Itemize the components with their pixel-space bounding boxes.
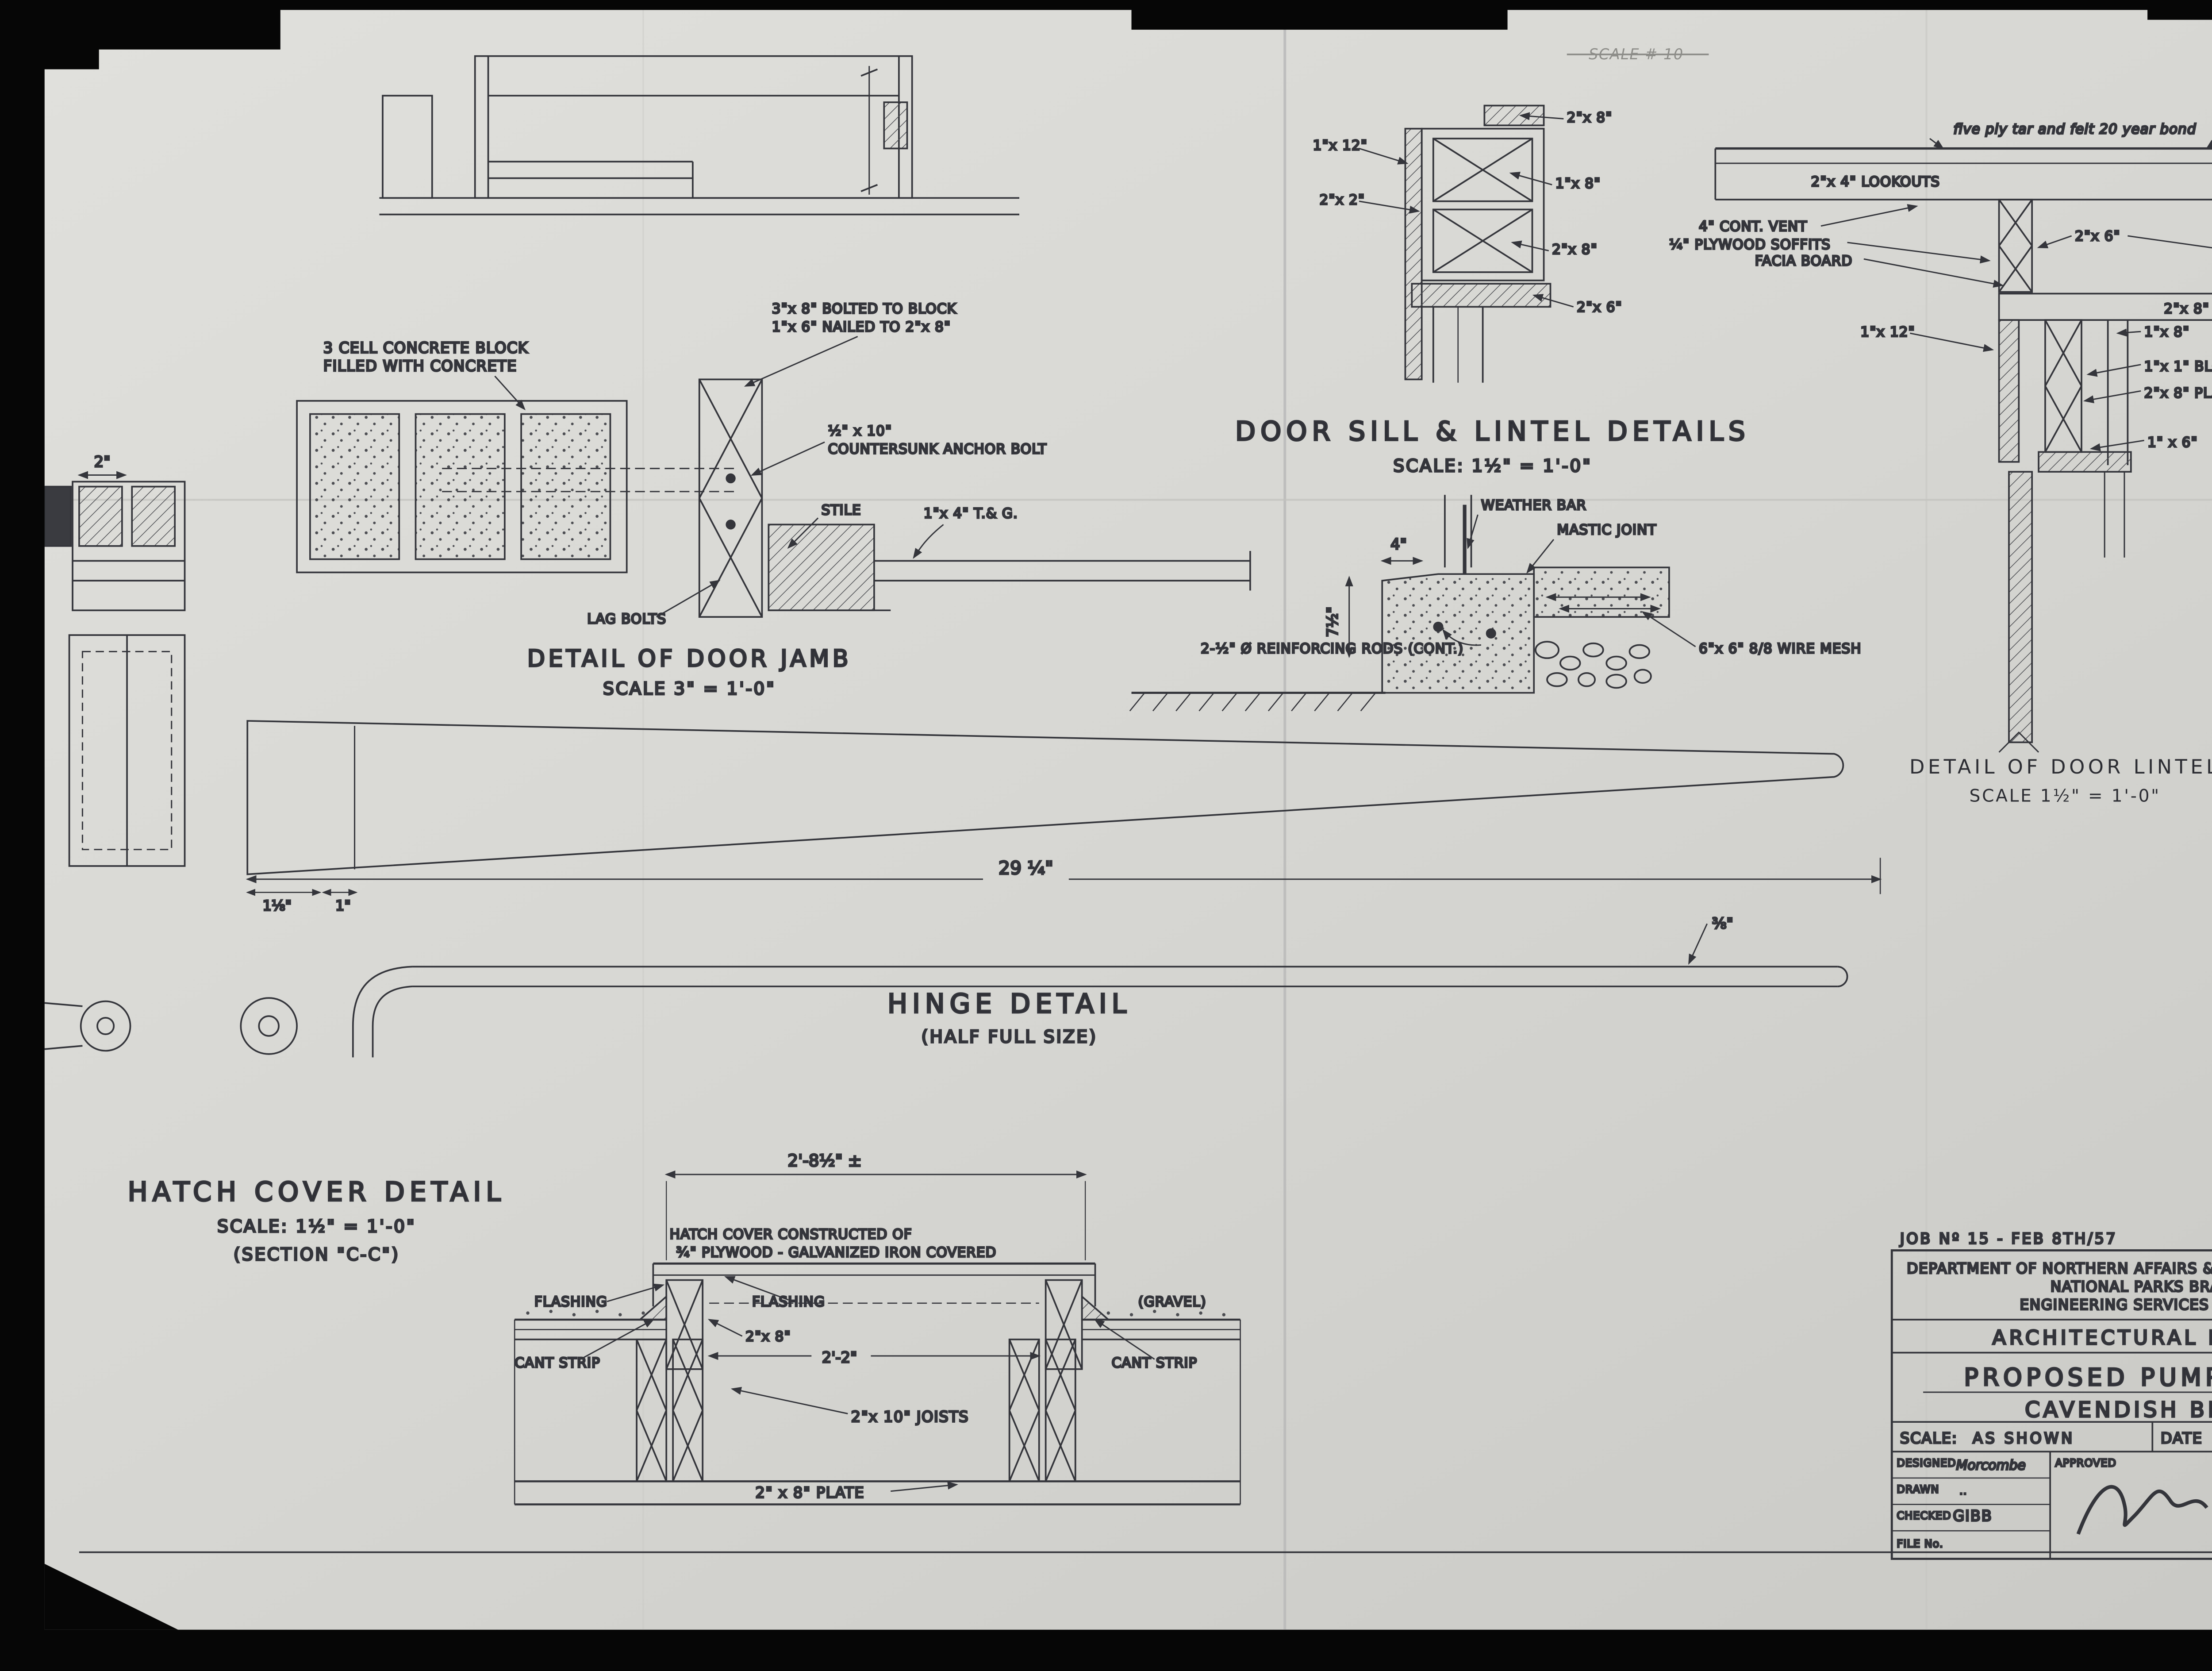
label-2x6-roof: 2"x 6": [2075, 228, 2120, 244]
job-number: JOB Nº 15 - FEB 8TH/57: [1899, 1230, 2117, 1247]
dim-1in: 1": [335, 898, 351, 914]
plan-fragment: [379, 55, 1020, 216]
tb-project-line2: CAVENDISH BEACH: [2025, 1398, 2212, 1422]
label-2x8-plate-bot: 2"x 8" PLATE: [2144, 385, 2212, 401]
title-door-lintel: DETAIL OF DOOR LINTEL: [1909, 755, 2212, 778]
label-tg: 1"x 4" T.& G.: [924, 505, 1018, 521]
top-faint-note: SCALE # 10: [1567, 46, 1709, 63]
label-anchor-2: COUNTERSUNK ANCHOR BOLT: [828, 441, 1047, 457]
label-hatch-2x8: 2"x 8": [745, 1328, 791, 1344]
note-hatch-2: ¾" PLYWOOD - GALVANIZED IRON COVERED: [676, 1244, 997, 1260]
label-plywood-soffits: ¼" PLYWOOD SOFFITS: [1669, 237, 1831, 253]
door-sill-lintel-detail: 2"x 8" 1"x 12" 1"x 8" 2"x 2" 2"x 8" 2"x …: [1129, 104, 1862, 712]
label-2x8-top: 2"x 8": [1567, 110, 1613, 126]
label-cont-vent: 4" CONT. VENT: [1699, 219, 1807, 235]
left-dim-2in: 2": [94, 453, 111, 470]
label-plate: 2" x 8" PLATE: [756, 1484, 865, 1502]
approved-signature: [2076, 1485, 2208, 1535]
door-lintel-title: DETAIL OF DOOR LINTEL SCALE 1½" = 1'-0": [1909, 755, 2212, 806]
dim-29quarter: 29 ¼": [998, 858, 1053, 879]
label-flashing-left: FLASHING: [534, 1294, 607, 1310]
dim-7half: 7½": [1324, 607, 1341, 637]
roof-eave-detail: five ply tar and felt 20 year bond 2"x 4…: [1668, 120, 2212, 753]
label-2x6: 2"x 6": [1577, 300, 1622, 316]
label-cant-strip-right: CANT STRIP: [1112, 1355, 1198, 1371]
title-hinge: HINGE DETAIL: [887, 989, 1131, 1020]
tb-drawn-label: DRAWN: [1897, 1483, 1939, 1495]
hatch-cover-detail: 2'-8½" ±: [127, 1150, 1241, 1505]
title-door-sill-lintel: DOOR SILL & LINTEL DETAILS: [1235, 416, 1750, 447]
title-block: JOB Nº 15 - FEB 8TH/57 DEPARTMENT OF NOR…: [1890, 1229, 2212, 1560]
tb-scale-value: AS SHOWN: [1973, 1430, 2075, 1447]
label-flashing-right: FLASHING: [752, 1294, 825, 1310]
subtitle-hinge: (HALF FULL SIZE): [922, 1027, 1098, 1047]
label-lookouts: 2"x 4" LOOKOUTS: [1811, 174, 1940, 190]
tb-branch: NATIONAL PARKS BRANCH: [2051, 1278, 2212, 1295]
label-reinforcing-rods: 2-½" Ø REINFORCING RODS (CONT.): [1201, 641, 1463, 657]
dim-3-eighth: ⅜": [1712, 915, 1733, 932]
sheet-border: [79, 1551, 2212, 1553]
note-hatch-1: HATCH COVER CONSTRUCTED OF: [670, 1226, 912, 1242]
tb-date-label: DATE: [2161, 1430, 2203, 1447]
section-hatch-cover: (SECTION "C-C"): [234, 1245, 400, 1265]
label-facia-board: FACIA BOARD: [1755, 253, 1853, 269]
label-gravel: (GRAVEL): [1138, 1294, 1206, 1310]
label-1x8-roof: 1"x 8": [2144, 324, 2190, 340]
scale-hatch-cover: SCALE: 1½" = 1'-0": [217, 1217, 416, 1236]
label-1x12-roof: 1"x 12": [1860, 324, 1915, 340]
tb-division: ENGINEERING SERVICES DIVISION: [2020, 1297, 2212, 1313]
label-tar-felt-note: five ply tar and felt 20 year bond: [1954, 121, 2197, 137]
label-2x8-plate-top: 2"x 8" PLATE: [2164, 301, 2212, 317]
tb-file-label: FILE No.: [1897, 1537, 1943, 1550]
dim-hatch-inner: 2'-2": [822, 1349, 857, 1366]
tb-drawn-value: ..: [1959, 1485, 1967, 1497]
scale-door-jamb: SCALE 3" = 1'-0": [603, 679, 776, 699]
label-anchor-1: ½" x 10": [828, 423, 892, 439]
title-hatch-cover: HATCH COVER DETAIL: [128, 1177, 506, 1208]
label-blocking: 1"x 1" BLOCKING: [2144, 359, 2212, 375]
label-concrete-block-1: 3 CELL CONCRETE BLOCK: [323, 339, 529, 357]
tb-checked-label: CHECKED: [1897, 1509, 1951, 1522]
label-mastic-joint: MASTIC JOINT: [1557, 522, 1656, 538]
label-concrete-block-2: FILLED WITH CONCRETE: [323, 358, 517, 375]
label-stile: STILE: [822, 502, 861, 518]
tb-department: DEPARTMENT OF NORTHERN AFFAIRS & NATIONA…: [1907, 1260, 2212, 1277]
label-bolted-1: 3"x 8" BOLTED TO BLOCK: [772, 301, 956, 317]
label-1x12: 1"x 12": [1313, 138, 1367, 154]
scale-door-lintel: SCALE 1½" = 1'-0": [1970, 786, 2161, 806]
label-1x8: 1"x 8": [1555, 176, 1601, 192]
scale-door-sill-lintel: SCALE: 1½" = 1'-0": [1393, 456, 1592, 476]
tb-designed-label: DESIGNED: [1897, 1457, 1956, 1469]
door-jamb-detail: 3 CELL CONCRETE BLOCK FILLED WITH CONCRE…: [296, 300, 1251, 700]
tb-approved-label: APPROVED: [2055, 1457, 2116, 1469]
paper-creases: [44, 10, 2212, 1630]
label-2x2: 2"x 2": [1320, 192, 1365, 208]
dim-hatch-width: 2'-8½" ±: [787, 1151, 861, 1170]
tb-checked-value: GIBB: [1953, 1507, 1992, 1525]
label-bolted-2: 1"x 6" NAILED TO 2"x 8": [772, 319, 951, 335]
label-lag-bolts: LAG BOLTS: [587, 611, 666, 627]
left-edge-sections: 2": [43, 452, 186, 1052]
hinge-detail: 29 ¼" 1⅛" 1" ⅜" HINGE DETAIL (HALF FULL …: [240, 720, 1882, 1058]
label-wire-mesh: 6"x 6" 8/8 WIRE MESH: [1699, 641, 1862, 657]
title-door-jamb: DETAIL OF DOOR JAMB: [527, 646, 852, 672]
label-cant-strip-left: CANT STRIP: [515, 1355, 600, 1371]
dim-1-eighth: 1⅛": [263, 898, 292, 914]
label-joists: 2"x 10" JOISTS: [851, 1408, 969, 1425]
label-2x8-bot: 2"x 8": [1552, 242, 1598, 258]
label-weather-bar: WEATHER BAR: [1481, 497, 1586, 513]
tb-project-line1: PROPOSED PUMP HOUSE: [1964, 1363, 2212, 1391]
tb-category: ARCHITECTURAL DETAILS: [1993, 1326, 2212, 1349]
dim-4in: 4": [1390, 535, 1407, 553]
label-1x6-roof: 1" x 6": [2147, 435, 2198, 450]
tb-scale-label: SCALE:: [1900, 1430, 1958, 1447]
tb-designed-value: Morcombe: [1956, 1458, 2026, 1473]
